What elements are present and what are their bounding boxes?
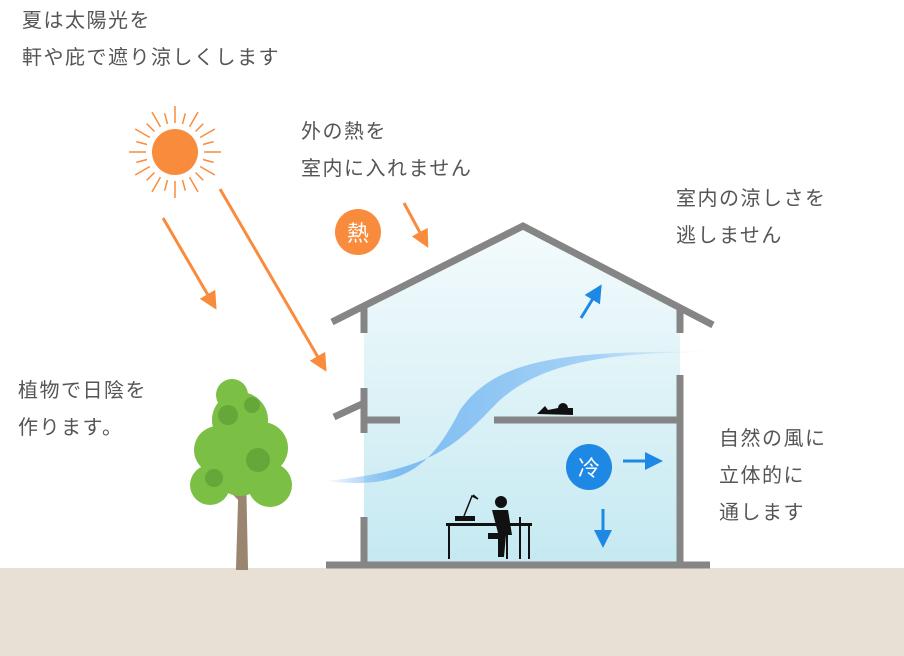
caption-wind: 自然の風に 立体的に 通します [719, 420, 827, 531]
sun-ray [202, 158, 214, 164]
caption-line: 逃しません [676, 223, 783, 247]
cool-arrows [579, 284, 663, 548]
sun-ray [194, 171, 204, 181]
caption-line: 室内の涼しさを [676, 186, 827, 210]
sun-ray [188, 111, 199, 128]
sun-ray [136, 140, 148, 146]
house-structure [326, 222, 715, 569]
caption-line: 植物で日陰を [18, 378, 147, 402]
sun-ray [199, 128, 216, 139]
caption-line: 夏は太陽光を [22, 8, 151, 32]
heat-badge: 熱 [335, 209, 381, 255]
sun-ray [181, 179, 187, 191]
ground [0, 568, 904, 656]
sun-ray [194, 123, 204, 133]
caption-line: 室内に入れません [301, 156, 473, 180]
caption-line: 通します [719, 500, 805, 524]
wind-flow [325, 351, 712, 484]
caption-cool: 室内の涼しさを 逃しません [676, 180, 827, 254]
house-interior [364, 226, 680, 565]
sun-ray [151, 176, 162, 193]
cold-badge: 冷 [566, 444, 612, 490]
sun-ray [134, 128, 151, 139]
sun-ray [188, 176, 199, 193]
caption-sun: 夏は太陽光を 軒や庇で遮り涼しくします [22, 2, 280, 76]
sun-ray [146, 171, 156, 181]
caption-line: 軒や庇で遮り涼しくします [22, 45, 280, 69]
caption-heat: 外の熱を 室内に入れません [301, 113, 472, 187]
tree-icon [190, 379, 292, 570]
caption-line: 外の熱を [301, 119, 387, 143]
caption-line: 作ります。 [18, 415, 124, 439]
sun-ray [146, 123, 156, 133]
caption-tree: 植物で日陰を 作ります。 [18, 372, 147, 446]
sun-icon [129, 106, 221, 198]
sun-ray [181, 113, 187, 125]
sun-arrows [161, 188, 429, 372]
sun-ray [163, 113, 169, 125]
sun-ray [199, 165, 216, 176]
sun-ray [202, 140, 214, 146]
sun-ray [136, 158, 148, 164]
sun-ray [151, 111, 162, 128]
caption-line: 立体的に [719, 463, 805, 487]
caption-line: 自然の風に [719, 426, 827, 450]
sun-ray [163, 179, 169, 191]
people-silhouettes [446, 403, 573, 559]
sun-ray [134, 165, 151, 176]
